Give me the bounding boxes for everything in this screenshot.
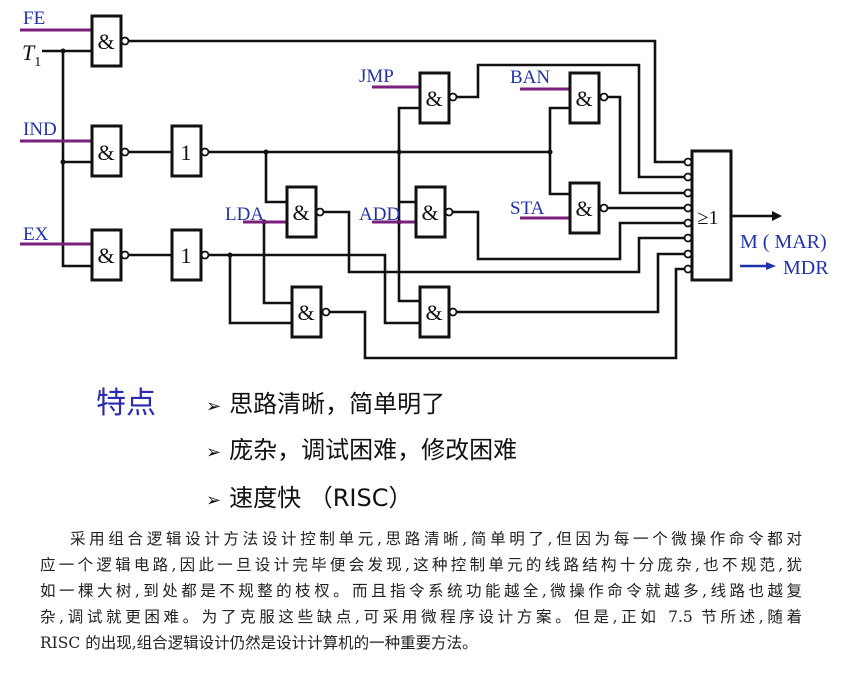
bullet-arrow-icon: ➢ — [206, 490, 222, 511]
feature-item: ➢ 思路清晰，简单明了 — [206, 384, 445, 419]
features-title: 特点 — [96, 386, 156, 421]
and-gate-lda: & — [285, 185, 325, 239]
control-input-lines — [20, 28, 570, 246]
label-ex: EX — [23, 224, 49, 245]
feature-text: 思路清晰，简单明了 — [229, 390, 446, 418]
and-gate-ind: & — [90, 124, 130, 178]
not-symbol: 1 — [181, 140, 192, 165]
and-symbol: & — [292, 200, 309, 225]
and-gate-sta: & — [568, 181, 609, 235]
and-symbol: & — [297, 300, 314, 325]
bullet-arrow-icon: ➢ — [206, 396, 222, 417]
and-gate-lda-ex: & — [290, 285, 331, 339]
not-gate-ex: 1 — [170, 228, 210, 282]
logic-circuit-diagram: FE T1 IND EX LDA JMP ADD BAN STA & & 1 &… — [20, 8, 829, 360]
paragraph-line: 采用组合逻辑设计方法设计控制单元,思路清晰,简单明了,但因为每一个微操作命令都对 — [70, 530, 802, 548]
and-gate-add-ex: & — [418, 285, 458, 339]
and-gate-ban: & — [568, 71, 609, 125]
label-fe: FE — [23, 8, 45, 29]
and-symbol: & — [425, 300, 442, 325]
feature-text: 庞杂，调试困难，修改困难 — [229, 436, 518, 464]
paragraph-line: 如一棵大树,到处都是不规整的枝杈。而且指令系统功能越全,微操作命令就越多,线路也… — [40, 582, 802, 600]
description-paragraph: 采用组合逻辑设计方法设计控制单元,思路清晰,简单明了,但因为每一个微操作命令都对… — [40, 526, 802, 656]
and-symbol: & — [575, 86, 592, 111]
paragraph-line: 杂,调试就更困难。为了克服这些缺点,可采用微程序设计方案。但是,正如 7.5 节… — [40, 608, 802, 626]
label-ban: BAN — [510, 67, 550, 88]
and-gate-ex: & — [90, 228, 130, 282]
label-lda: LDA — [225, 204, 264, 225]
paragraph-line: 应一个逻辑电路,因此一旦设计完毕便会发现,这种控制单元的线路结构十分庞杂,也不规… — [40, 556, 802, 574]
and-gate-add: & — [414, 185, 454, 239]
feature-text: 速度快 （RISC） — [229, 484, 413, 512]
bullet-arrow-icon: ➢ — [206, 442, 222, 463]
output-label-mdr: MDR — [783, 257, 829, 279]
label-ind: IND — [23, 119, 57, 140]
or-symbol: ≥1 — [698, 207, 719, 229]
and-symbol: & — [97, 29, 114, 54]
feature-item: ➢ 庞杂，调试困难，修改困难 — [206, 430, 517, 465]
wires — [42, 39, 782, 360]
or-gate: ≥1 — [683, 149, 733, 282]
arrow-icon — [740, 262, 776, 270]
not-gate-ind: 1 — [170, 124, 210, 178]
and-symbol: & — [97, 243, 114, 268]
and-symbol: & — [425, 86, 442, 111]
and-symbol: & — [421, 200, 438, 225]
label-t1-sub: 1 — [34, 55, 41, 70]
and-gate-fe: & — [90, 14, 130, 68]
label-t1: T1 — [22, 40, 41, 70]
label-jmp: JMP — [359, 66, 394, 87]
paragraph-line: RISC 的出现,组合逻辑设计仍然是设计计算机的一种重要方法。 — [40, 634, 478, 652]
and-symbol: & — [575, 196, 592, 221]
label-t1-main: T — [22, 40, 36, 65]
output-label-m-mar: M ( MAR) — [740, 231, 827, 253]
and-gate-jmp: & — [418, 71, 458, 125]
not-symbol: 1 — [181, 243, 192, 268]
feature-item: ➢ 速度快 （RISC） — [206, 478, 412, 513]
label-add: ADD — [359, 204, 400, 225]
label-sta: STA — [510, 198, 545, 219]
and-symbol: & — [97, 140, 114, 165]
